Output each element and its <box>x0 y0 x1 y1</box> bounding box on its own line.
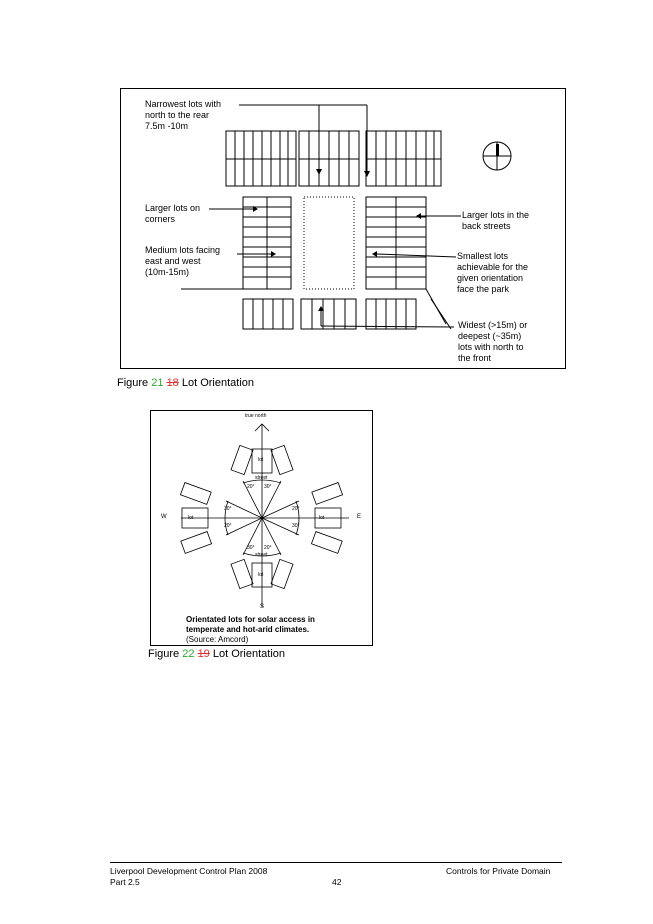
figure2-inner-caption: Orientated lots for solar access in temp… <box>186 615 315 644</box>
lot-label-n: lot <box>258 457 264 463</box>
footer-section-title: Controls for Private Domain <box>446 866 551 876</box>
east-label: E <box>357 514 362 520</box>
street-label-n: street <box>255 475 268 481</box>
label-medium-lots: Medium lots facing east and west (10m-15… <box>145 245 221 277</box>
label-smallest-lots: Smallest lots achievable for the given o… <box>457 251 529 294</box>
figure1-caption: Figure 21 18 Lot Orientation <box>117 377 255 389</box>
figure-solar-orientation: true north lot street 20° 30° lot lot 30… <box>150 410 373 646</box>
angle-label-w2: 20° <box>224 523 232 529</box>
label-narrowest-lots: Narrowest lots with north to the rear 7.… <box>145 99 222 131</box>
lot-label-s: lot <box>258 572 264 578</box>
angle-label-s1: 30° <box>247 545 255 551</box>
solar-orientation-diagram <box>179 423 349 607</box>
angle-label-n2: 30° <box>264 484 272 490</box>
label-larger-lots-corners: Larger lots on corners <box>145 203 201 224</box>
footer-page-number: 42 <box>332 877 342 887</box>
figure2-caption: Figure 22 19 Lot Orientation <box>148 648 286 660</box>
footer-document-title: Liverpool Development Control Plan 2008 <box>110 866 268 876</box>
angle-label-w1: 30° <box>224 506 232 512</box>
lot-label-w: lot <box>188 515 194 521</box>
angle-label-s2: 20° <box>264 545 272 551</box>
label-widest-lots: Widest (>15m) or deepest (~35m) lots wit… <box>458 320 528 363</box>
lot-layout-diagram <box>181 104 512 330</box>
footer-part: Part 2.5 <box>110 877 140 887</box>
label-larger-lots-back-streets: Larger lots in the back streets <box>462 210 530 231</box>
true-north-label: true north <box>245 413 267 419</box>
angle-label-n1: 20° <box>247 484 255 490</box>
south-label: S <box>260 604 265 610</box>
footer-divider <box>110 862 562 863</box>
angle-label-e1: 20° <box>292 506 300 512</box>
lot-label-e: lot <box>319 515 325 521</box>
west-label: W <box>161 514 167 520</box>
figure-lot-orientation-plan: Narrowest lots with north to the rear 7.… <box>120 88 566 369</box>
angle-label-e2: 30° <box>292 523 300 529</box>
street-label-s: street <box>255 552 268 558</box>
